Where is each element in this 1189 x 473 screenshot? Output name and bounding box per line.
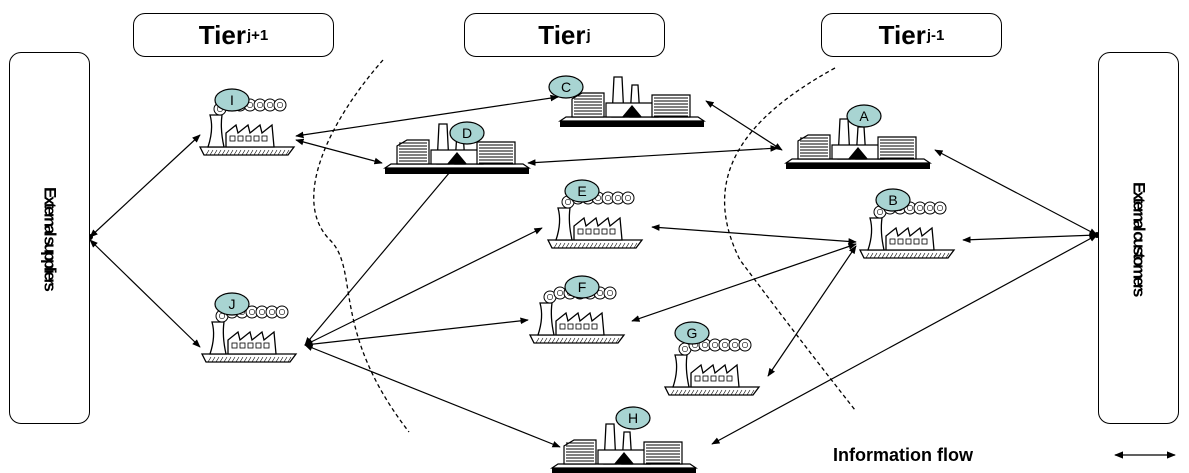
link-d-a [527, 145, 779, 166]
link-c-a [705, 100, 783, 151]
link-j-d [304, 165, 456, 346]
link-j-f [304, 317, 529, 348]
node-g-label: G [674, 321, 710, 345]
node-f-label: F [564, 275, 600, 299]
node-c-id: C [561, 79, 571, 95]
node-h-id: H [628, 410, 638, 426]
link-customers-h [711, 234, 1098, 445]
node-d-plant [383, 123, 531, 174]
node-e-smoke-factory [546, 191, 644, 249]
node-i-smoke-factory [198, 98, 296, 156]
node-c-plant [558, 76, 706, 127]
tier-j-minus-1-sub: j-1 [926, 26, 945, 44]
link-j-e [304, 227, 543, 346]
external-suppliers-box: External suppliers [9, 52, 90, 424]
tier-j-plus-1-base: Tier [198, 19, 246, 50]
tier-j-base: Tier [538, 19, 586, 50]
information-links [87, 94, 1100, 448]
tier-j-plus-1-sub: j+1 [246, 26, 269, 44]
node-g-id: G [687, 325, 698, 341]
node-b-label: B [875, 188, 911, 212]
external-customers-box: External customers [1098, 52, 1179, 424]
node-c-label: C [548, 75, 584, 99]
tier-boundary-left [313, 59, 410, 433]
link-i-d [295, 138, 383, 165]
link-suppliers-j [89, 239, 201, 348]
link-b-g [767, 245, 857, 377]
node-f-id: F [578, 279, 587, 295]
node-d-label: D [449, 121, 485, 145]
node-e-id: E [577, 183, 586, 199]
facility-nodes: I J C D E F H A B G [198, 75, 956, 473]
external-customers-label: External customers [1129, 181, 1149, 295]
link-i-c [295, 94, 559, 139]
node-h-plant [550, 423, 698, 473]
tier-boundary-right [724, 67, 856, 411]
tier-j-minus-1-base: Tier [878, 19, 926, 50]
link-suppliers-i [89, 134, 201, 238]
node-a-id: A [859, 108, 869, 124]
node-a-plant [784, 118, 932, 169]
legend-arrow-icon [1114, 451, 1176, 459]
node-e-label: E [564, 179, 600, 203]
node-b-id: B [888, 192, 897, 208]
node-b-smoke-factory [858, 201, 956, 259]
node-h-label: H [615, 406, 651, 430]
node-j-id: J [229, 296, 236, 312]
node-d-id: D [462, 125, 472, 141]
node-i-id: I [230, 92, 234, 108]
legend-label: Information flow [833, 445, 973, 465]
link-customers-b [962, 231, 1098, 244]
node-g-smoke-factory [663, 338, 761, 396]
link-b-f [631, 243, 857, 322]
link-e-b [651, 224, 857, 245]
node-j-label: J [214, 292, 250, 316]
link-j-h [304, 344, 561, 448]
node-i-label: I [214, 88, 250, 112]
external-suppliers-label: External suppliers [40, 186, 60, 290]
link-customers-a [934, 149, 1098, 236]
tier-j-sub: j [586, 26, 591, 44]
node-j-smoke-factory [200, 305, 298, 363]
node-a-label: A [846, 104, 882, 128]
